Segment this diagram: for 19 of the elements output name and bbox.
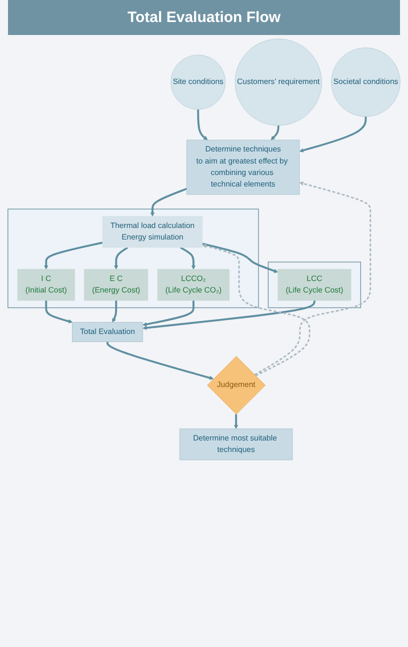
arrow	[106, 342, 214, 380]
arrow	[202, 244, 310, 376]
arrow	[44, 242, 103, 270]
cluster	[8, 208, 259, 308]
arrow	[299, 116, 367, 152]
title-banner: Total Evaluation Flow	[8, 0, 400, 35]
arrow	[142, 300, 316, 330]
arrow	[254, 182, 372, 376]
arrow	[197, 109, 208, 140]
arrow	[45, 300, 73, 324]
cluster	[268, 262, 362, 308]
arrow	[150, 188, 188, 217]
arrow	[112, 300, 118, 322]
arrow	[234, 414, 238, 430]
arrow	[270, 125, 280, 140]
arrow	[202, 242, 278, 273]
arrow	[142, 300, 194, 326]
arrow	[114, 246, 128, 270]
arrow	[180, 246, 196, 270]
